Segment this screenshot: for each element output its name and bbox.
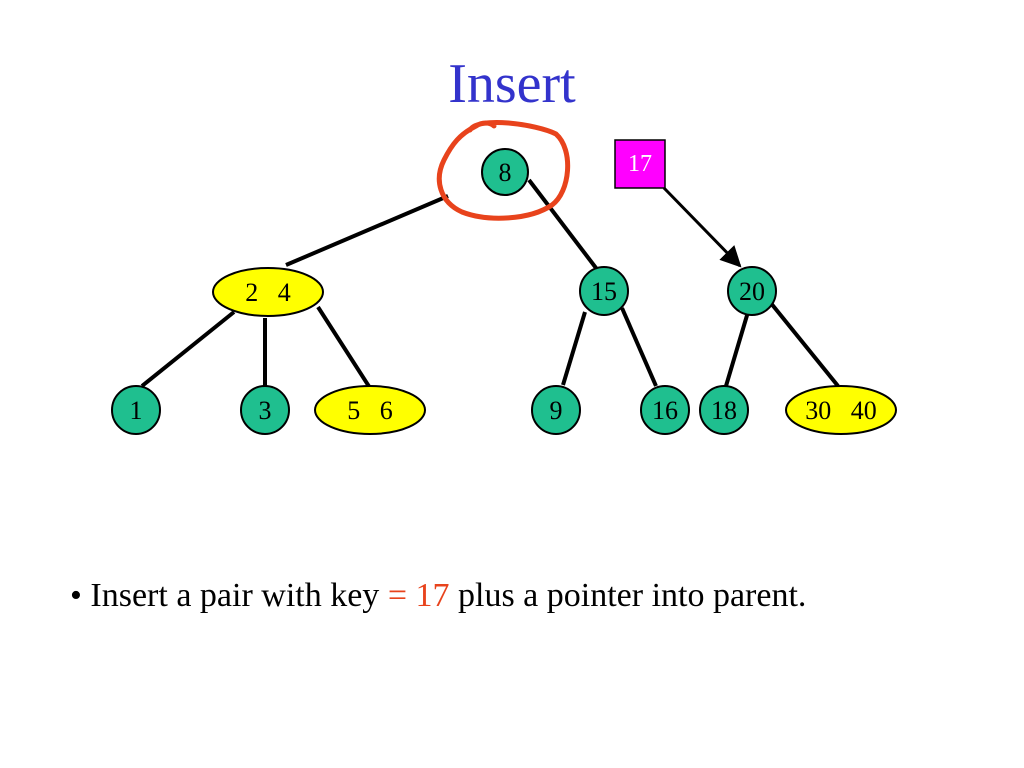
leaf-1: 1 <box>111 385 161 435</box>
leaf-3: 3 <box>240 385 290 435</box>
leaf-5-6-label: 5 6 <box>347 396 393 425</box>
root-node: 8 <box>481 148 529 196</box>
leaf-16: 16 <box>640 385 690 435</box>
leaf-30-40: 30 40 <box>785 385 897 435</box>
node-8-label: 8 <box>499 158 512 187</box>
node-2-4: 2 4 <box>212 267 324 317</box>
node-15: 15 <box>579 266 629 316</box>
leaf-18-label: 18 <box>711 396 737 425</box>
edge-15-to-16 <box>620 307 658 387</box>
bullet-key: 17 <box>415 577 450 614</box>
edge-20-to-30-40 <box>768 300 840 388</box>
leaf-1-label: 1 <box>130 396 143 425</box>
node-20: 20 <box>727 266 777 316</box>
root-highlight-circle <box>436 119 571 221</box>
slide-title: Insert <box>448 53 576 115</box>
tree-edges <box>140 178 840 390</box>
node-15-label: 15 <box>591 277 617 306</box>
edge-root-to-2-4 <box>285 194 449 267</box>
leaf-5-6: 5 6 <box>314 385 426 435</box>
leaf-18: 18 <box>699 385 749 435</box>
edge-2-4-to-1 <box>140 310 236 388</box>
edge-20-to-18 <box>724 311 750 387</box>
new-key-box: 17 <box>614 139 666 189</box>
leaf-16-label: 16 <box>652 396 678 425</box>
new-key-pointer-arrow <box>662 186 742 268</box>
leaf-9-label: 9 <box>550 396 563 425</box>
bullet-text: • Insert a pair with key = 17 plus a poi… <box>70 575 806 617</box>
bullet-marker: • <box>70 577 82 614</box>
node-20-label: 20 <box>739 277 765 306</box>
bullet-prefix: Insert a pair with key <box>90 577 388 614</box>
edge-15-to-9 <box>561 311 587 386</box>
bullet-suffix: plus a pointer into parent. <box>449 577 807 614</box>
edge-2-4-to-5-6 <box>316 305 372 390</box>
node-2-4-label: 2 4 <box>245 278 291 307</box>
leaf-9: 9 <box>531 385 581 435</box>
leaf-3-label: 3 <box>259 396 272 425</box>
edge-root-to-15 <box>527 178 598 270</box>
leaf-30-40-label: 30 40 <box>805 396 877 425</box>
new-key-label: 17 <box>628 151 652 177</box>
bullet-equals: = <box>387 577 407 614</box>
